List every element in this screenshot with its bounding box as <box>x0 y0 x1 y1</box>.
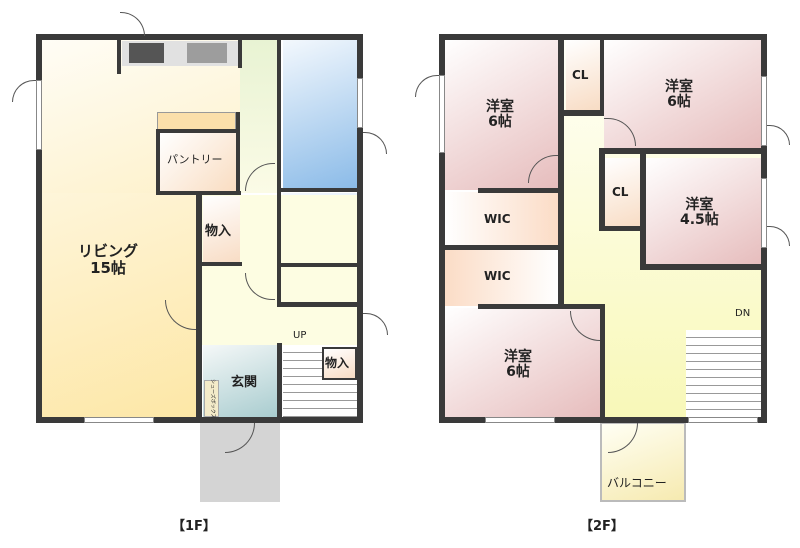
wic-1 <box>445 192 558 245</box>
sink <box>187 43 227 63</box>
door[interactable] <box>767 125 790 145</box>
window <box>36 80 42 150</box>
door[interactable] <box>120 12 145 36</box>
storage-label-2: 物入 <box>325 356 350 370</box>
closet-label-1: CL <box>572 68 589 82</box>
wic-label-1: WIC <box>484 212 511 226</box>
floor1-caption: 【1F】 <box>172 519 216 534</box>
floor2-caption: 【2F】 <box>580 519 624 534</box>
shoebox-label: シューズボックス <box>209 378 216 419</box>
door[interactable] <box>12 80 36 102</box>
door[interactable] <box>767 226 790 246</box>
closet-label-2: CL <box>612 185 629 199</box>
window <box>439 75 445 153</box>
wic-2 <box>445 250 558 306</box>
balcony-label: バルコニー <box>607 476 667 490</box>
washroom <box>283 40 358 188</box>
door[interactable] <box>415 75 439 97</box>
window <box>357 78 363 128</box>
window <box>688 417 758 423</box>
storage-1f-c <box>322 347 357 380</box>
pantry-shelf <box>157 112 236 130</box>
door[interactable] <box>363 132 387 154</box>
pantry-label: パントリー <box>167 153 223 166</box>
closet-1 <box>566 40 600 110</box>
storage-label: 物入 <box>205 224 232 239</box>
stairs-2f <box>686 330 762 418</box>
e-room <box>645 158 762 266</box>
closet-2 <box>605 158 640 228</box>
up-label: UP <box>293 330 307 341</box>
window <box>761 76 767 146</box>
door[interactable] <box>363 313 388 335</box>
entrance-label: 玄関 <box>231 375 258 390</box>
dn-label: DN <box>735 308 751 319</box>
shoebox <box>204 380 219 417</box>
window <box>485 417 555 423</box>
window <box>84 417 154 423</box>
storage-1f-b <box>203 196 240 263</box>
stove <box>129 43 164 63</box>
wic-label-2: WIC <box>484 269 511 283</box>
pantry-room <box>160 133 237 193</box>
balcony <box>600 422 686 502</box>
window <box>761 178 767 248</box>
